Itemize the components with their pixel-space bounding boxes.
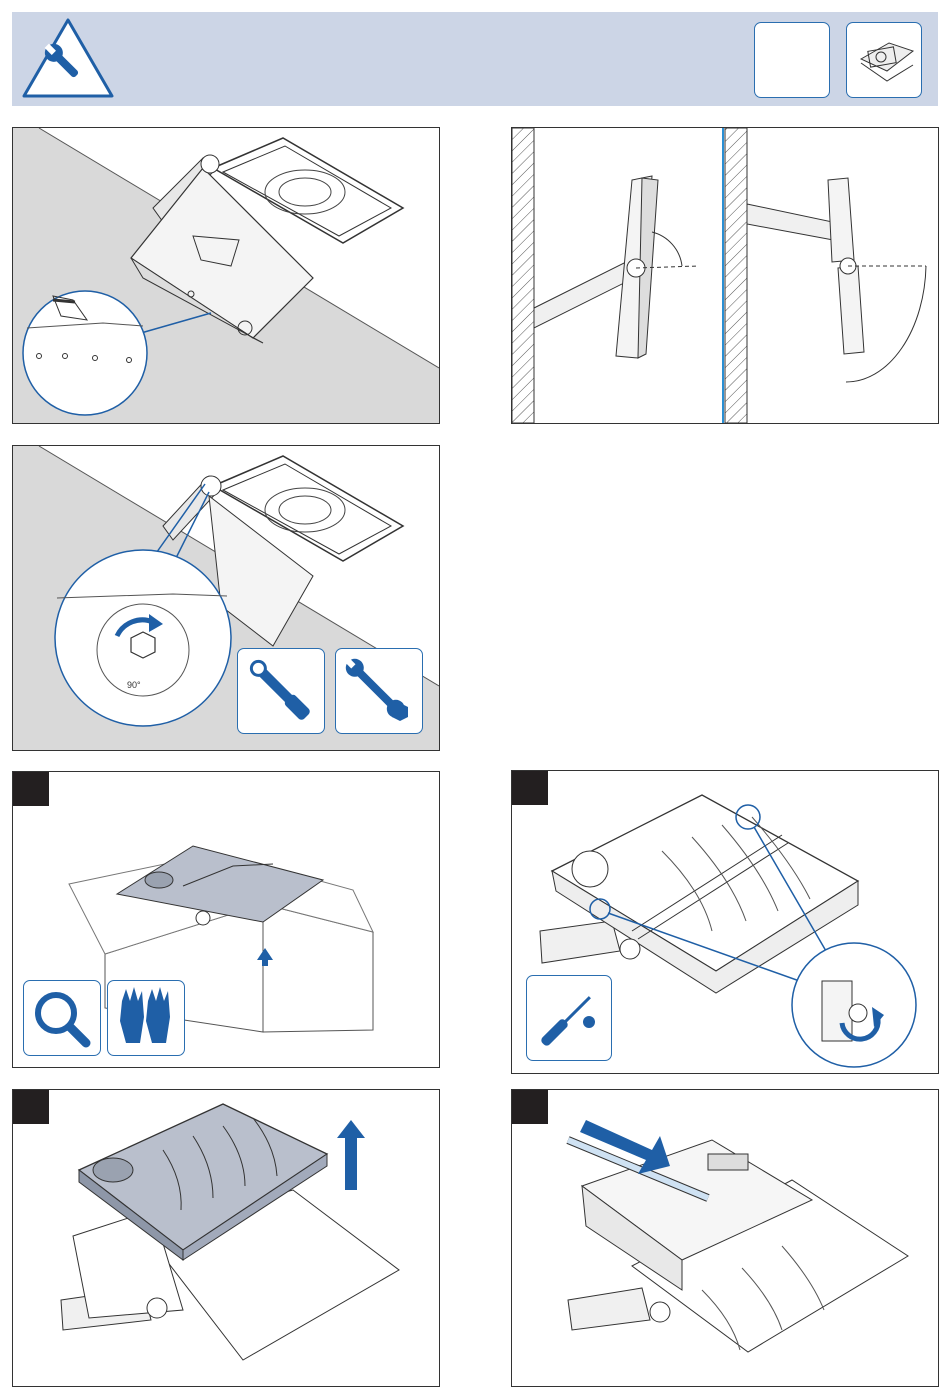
header-band — [12, 12, 938, 106]
magnifier-icon — [23, 980, 101, 1056]
angle-adjust-illustration: 90° — [12, 445, 440, 751]
unbox-illustration — [12, 771, 440, 1068]
unscrew-cover-illustration — [511, 770, 939, 1074]
torque-wrench-icon — [237, 648, 325, 734]
torx-screwdriver-icon — [526, 975, 612, 1061]
lift-cover-illustration — [12, 1089, 440, 1387]
hex-wrench-icon — [335, 648, 423, 734]
svg-text:90°: 90° — [127, 680, 141, 690]
luminaire-thumbnail — [846, 22, 922, 98]
wall-mount-tilt-illustration — [511, 127, 939, 424]
gloves-icon — [107, 980, 185, 1056]
insert-cable-illustration — [511, 1089, 939, 1387]
blank-thumbnail — [754, 22, 830, 98]
fixture-cutoff-illustration — [12, 127, 440, 424]
